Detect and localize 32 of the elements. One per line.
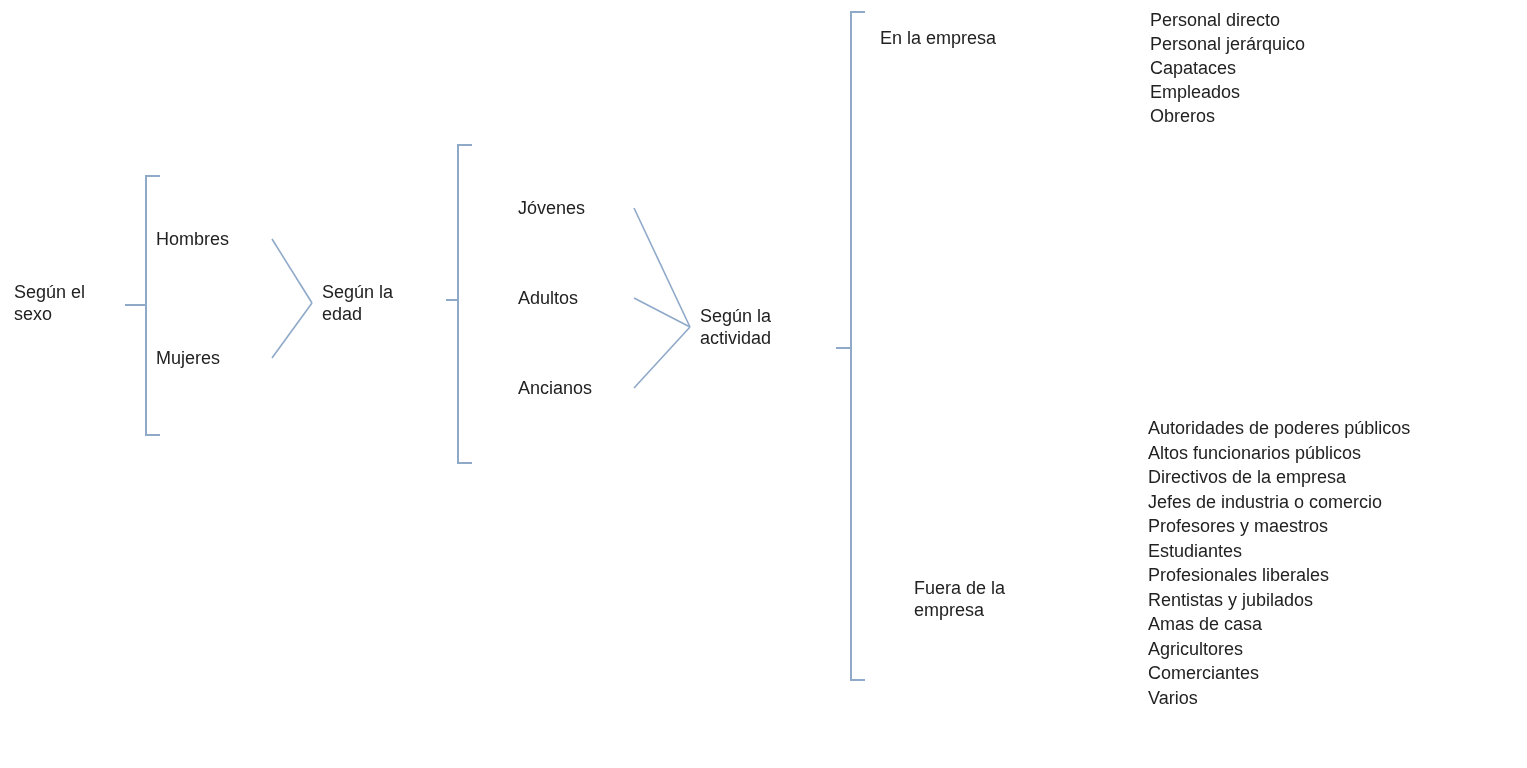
list-item: Personal directo bbox=[1150, 9, 1282, 32]
connector-line bbox=[271, 238, 313, 304]
node-text: Según el sexo bbox=[14, 281, 87, 325]
list-item: Agricultores bbox=[1148, 637, 1245, 661]
list-item: Varios bbox=[1148, 686, 1199, 710]
list-item: Autoridades de poderes públicos bbox=[1148, 417, 1411, 440]
list-item: Altos funcionarios públicos bbox=[1148, 441, 1363, 465]
node-text: Según la actividad bbox=[700, 305, 773, 349]
connector-line bbox=[271, 302, 313, 359]
list-item: Profesores y maestros bbox=[1148, 515, 1330, 538]
list-item: Obreros bbox=[1150, 105, 1217, 128]
list-item: Jefes de industria o comercio bbox=[1148, 490, 1384, 514]
connector-line bbox=[633, 207, 691, 328]
list-item: Rentistas y jubilados bbox=[1148, 588, 1315, 612]
node-text: Hombres bbox=[156, 228, 231, 250]
list-item: Directivos de la empresa bbox=[1148, 466, 1348, 489]
node-text: En la empresa bbox=[880, 27, 998, 49]
node-text: Ancianos bbox=[518, 377, 594, 399]
list-item: Comerciantes bbox=[1148, 662, 1261, 685]
list-item: Amas de casa bbox=[1148, 613, 1264, 636]
list-item: Profesionales liberales bbox=[1148, 564, 1331, 587]
node-text: Según la edad bbox=[322, 281, 395, 325]
connector-line bbox=[633, 326, 691, 389]
list-item: Estudiantes bbox=[1148, 539, 1244, 563]
list-item: Capataces bbox=[1150, 57, 1238, 80]
list-item: Personal jerárquico bbox=[1150, 33, 1306, 56]
node-text: Fuera de la empresa bbox=[914, 577, 1007, 621]
connector-line bbox=[633, 297, 691, 328]
list-item: Empleados bbox=[1150, 81, 1242, 104]
node-text: Jóvenes bbox=[518, 197, 587, 219]
node-text: Mujeres bbox=[156, 347, 222, 369]
node-text: Adultos bbox=[518, 287, 580, 309]
